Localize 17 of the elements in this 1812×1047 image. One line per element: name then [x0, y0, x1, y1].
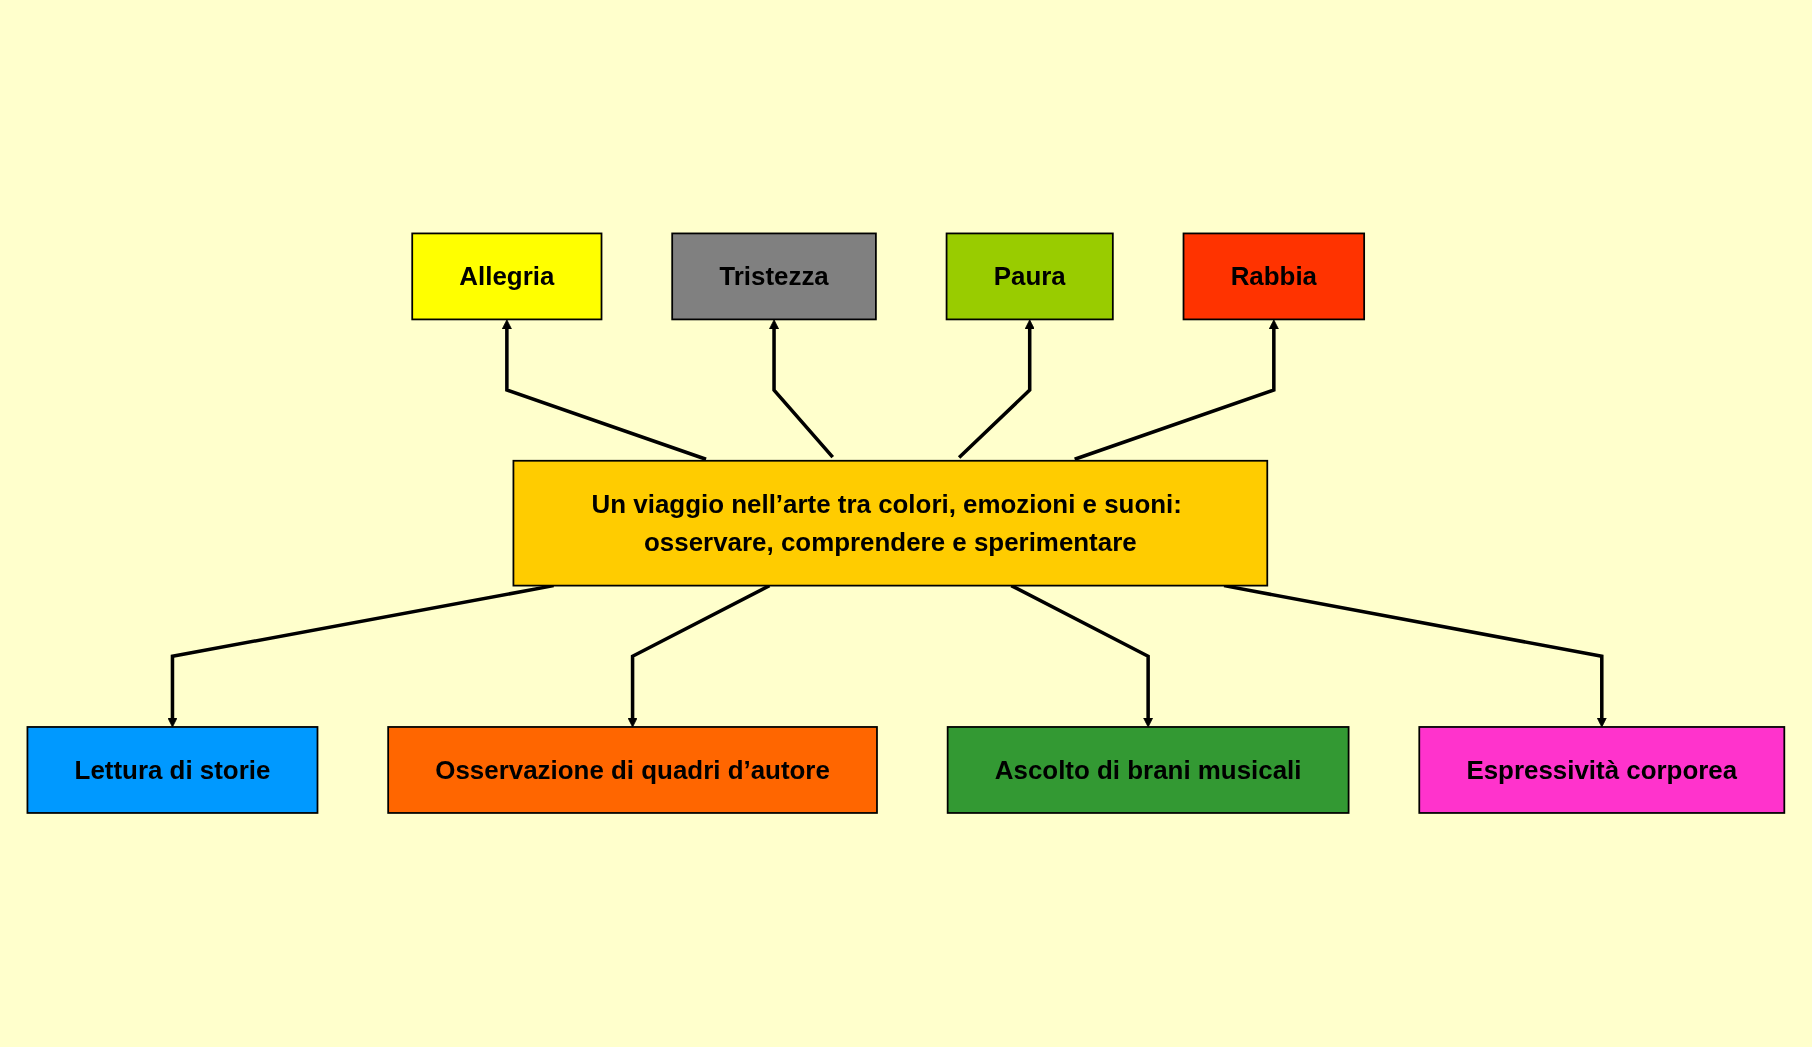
node-box: Un viaggio nell’arte tra colori, emozioni e suoni: osservare, comprendere e sperimentare: [512, 460, 1269, 587]
arrow: [1223, 584, 1608, 728]
node-box: Osservazione di quadri d’autore: [387, 726, 878, 815]
arrow: [1074, 319, 1280, 462]
node-box: Lettura di storie: [26, 726, 319, 815]
node-box: Allegria: [411, 232, 603, 321]
arrow: [501, 319, 707, 462]
node-box: Paura: [945, 232, 1114, 321]
node-box: Ascolto di brani musicali: [946, 726, 1350, 815]
arrow: [167, 584, 555, 728]
arrow: [958, 319, 1035, 460]
arrow: [769, 319, 835, 459]
node-box: Espressività corporea: [1418, 726, 1786, 815]
arrow: [627, 584, 771, 728]
node-box: Rabbia: [1182, 232, 1366, 321]
arrow: [1010, 584, 1154, 728]
node-box: Tristezza: [671, 232, 877, 321]
